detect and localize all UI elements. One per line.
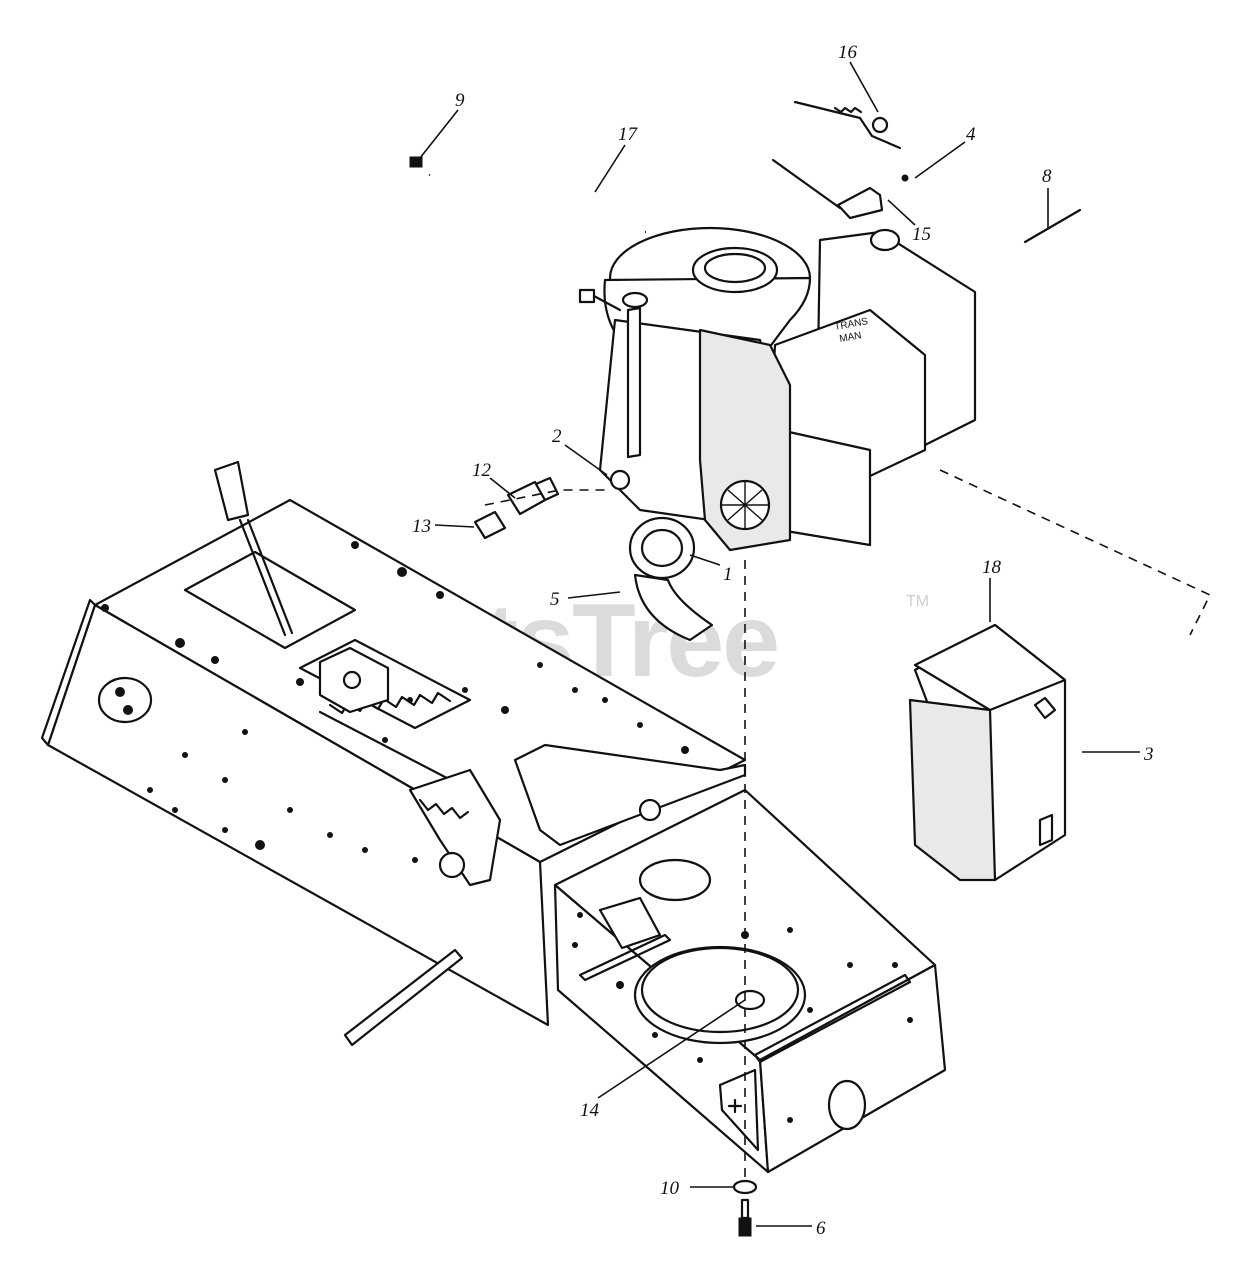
engine-label-line2: MAN: [839, 330, 863, 345]
alignment-line-1: [939, 469, 1212, 636]
callout-14: 14: [580, 1100, 600, 1121]
callout-3: 3: [1143, 744, 1154, 765]
engine-assembly: TRANS MAN: [578, 226, 977, 642]
callout-6: 6: [816, 1218, 826, 1239]
part-13-cap: [473, 510, 507, 540]
part-10-washer: [732, 1179, 758, 1195]
callout-1: 1: [723, 564, 733, 585]
callout-8: 8: [1042, 166, 1052, 187]
callout-15: 15: [912, 224, 931, 245]
watermark-trademark: TM: [906, 593, 929, 610]
part-8-pin: [1023, 208, 1082, 244]
callout-12: 12: [472, 460, 492, 481]
callout-10: 10: [660, 1178, 680, 1199]
frame-assembly: [40, 460, 747, 1027]
part-12-filter: [506, 476, 560, 516]
callout-13: 13: [412, 516, 431, 537]
part-18-box: [908, 623, 1067, 882]
part-9-clamp: [409, 156, 423, 168]
part-16-cable: [793, 100, 902, 150]
fuel-hose-inner: [429, 155, 646, 237]
callout-17: 17: [618, 124, 639, 145]
callout-leaders: [419, 61, 1140, 1227]
rear-frame-box: [343, 788, 947, 1174]
callout-18: 18: [982, 557, 1002, 578]
callout-9: 9: [455, 90, 465, 111]
callout-5: 5: [550, 589, 560, 610]
callout-16: 16: [838, 42, 858, 63]
callout-4: 4: [966, 124, 976, 145]
part-6-bolt: [738, 1198, 752, 1237]
callout-2: 2: [552, 426, 562, 447]
part-15-bracket: [771, 158, 909, 220]
